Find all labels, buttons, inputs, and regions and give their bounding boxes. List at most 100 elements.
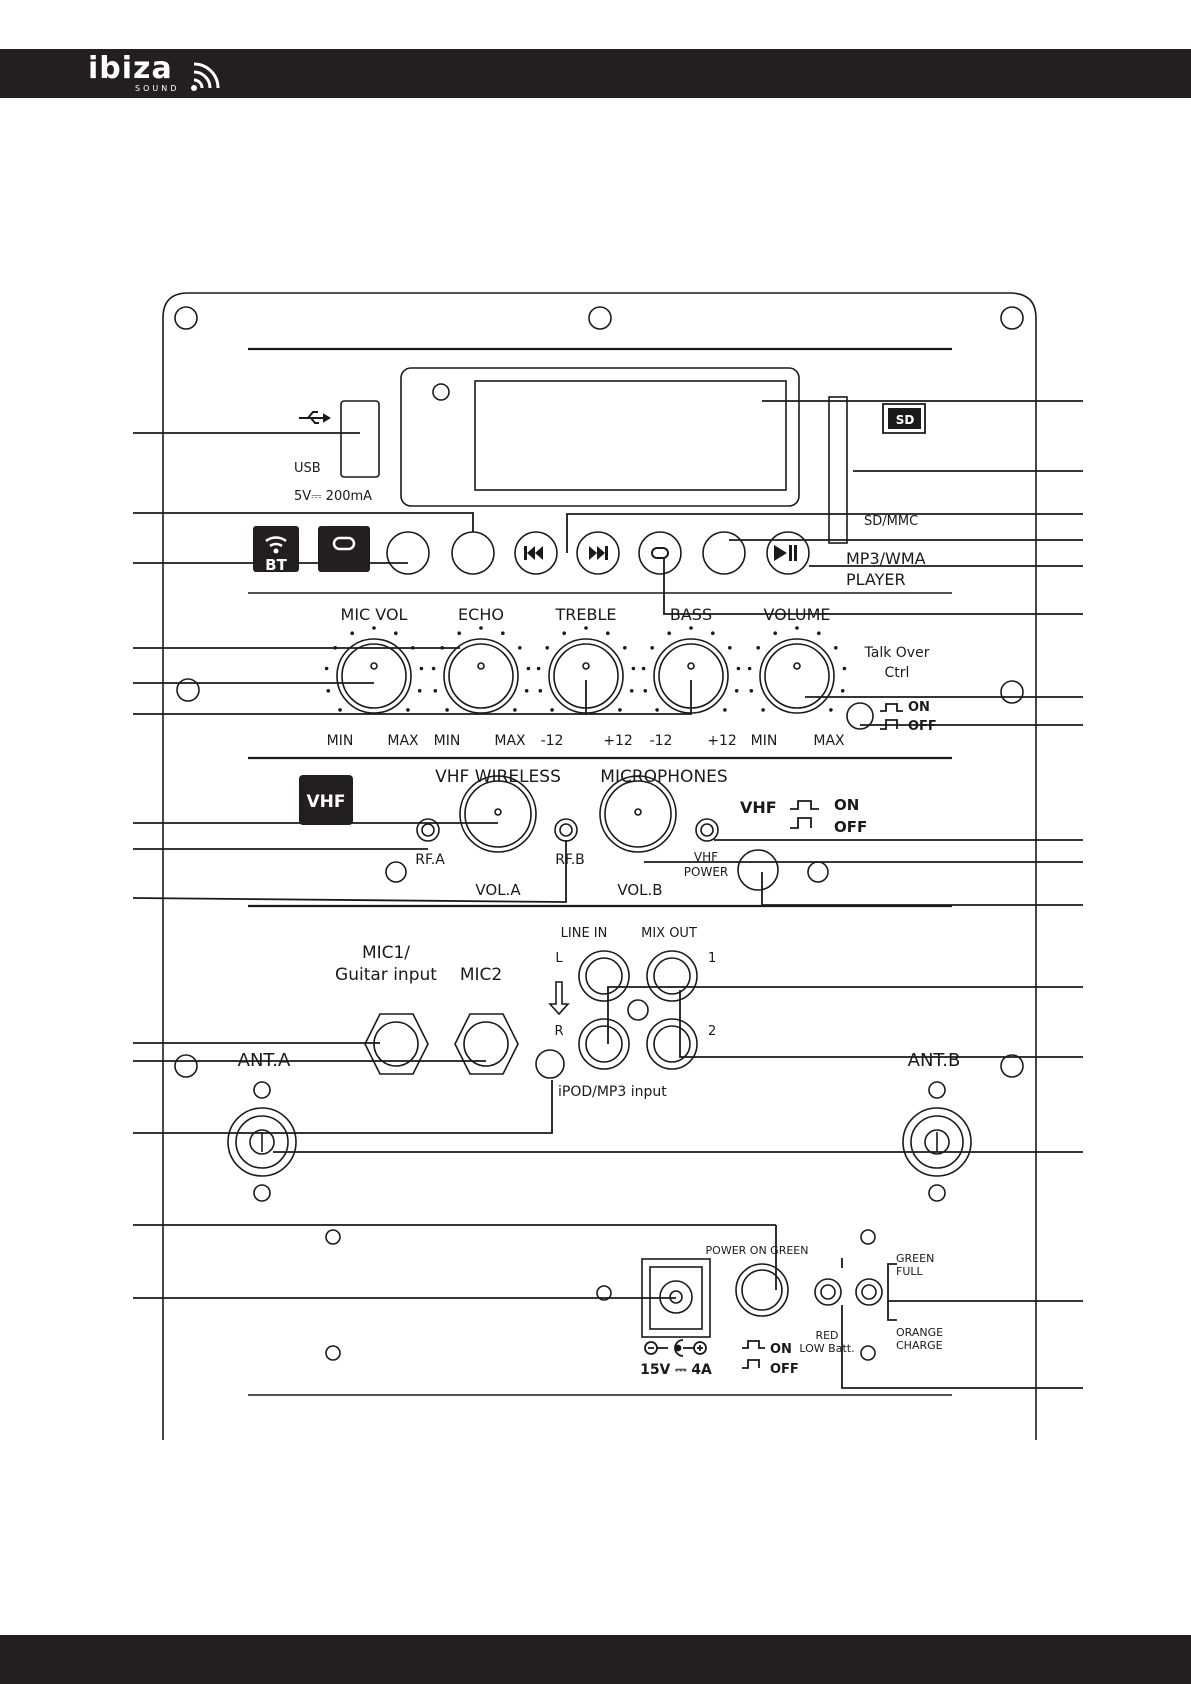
scale-dot bbox=[536, 666, 541, 671]
mic1-label: MIC1/ bbox=[362, 943, 410, 963]
scale-dot bbox=[829, 708, 833, 712]
volume-max-label: MAX bbox=[813, 733, 845, 749]
eq-button[interactable] bbox=[702, 531, 746, 575]
guitar-input-label: Guitar input bbox=[335, 965, 437, 985]
mix-out-2-label: 2 bbox=[708, 1024, 716, 1039]
knob-scale-dots bbox=[324, 626, 847, 712]
rf-a-led bbox=[416, 818, 440, 842]
ant-a-connector[interactable] bbox=[227, 1107, 297, 1177]
red-label: RED bbox=[815, 1329, 838, 1342]
mounting-hole bbox=[1000, 306, 1024, 330]
scale-dot bbox=[338, 708, 342, 712]
scale-dot bbox=[618, 708, 622, 712]
previous-button[interactable] bbox=[514, 531, 558, 575]
next-button[interactable] bbox=[576, 531, 620, 575]
talk-over-switch[interactable] bbox=[846, 702, 874, 730]
scale-dot bbox=[457, 631, 462, 635]
usb-icon bbox=[299, 411, 331, 424]
function-button[interactable] bbox=[451, 531, 495, 575]
antenna-screw bbox=[253, 1081, 271, 1099]
mic-vol-max-label: MAX bbox=[387, 733, 419, 749]
scale-dot bbox=[667, 631, 671, 635]
echo-label: ECHO bbox=[458, 605, 504, 624]
vol-b-knob[interactable] bbox=[599, 775, 677, 853]
bt-label: BT bbox=[265, 556, 287, 574]
scale-dot bbox=[773, 631, 777, 635]
low-batt-label: LOW Batt. bbox=[799, 1342, 854, 1355]
scale-dot bbox=[629, 689, 634, 693]
sd-card-slot[interactable] bbox=[828, 396, 848, 544]
power-on-green-label: POWER ON GREEN bbox=[706, 1244, 809, 1257]
scale-dot bbox=[623, 646, 627, 650]
line-in-l-jack[interactable] bbox=[578, 950, 630, 1002]
scale-dot bbox=[372, 626, 376, 630]
power-switch[interactable] bbox=[735, 1263, 789, 1317]
echo-knob[interactable] bbox=[443, 638, 519, 714]
rf-b-label: RF.B bbox=[555, 852, 585, 868]
play-pause-icon bbox=[774, 545, 797, 561]
microphones-label: MICROPHONES bbox=[600, 767, 727, 787]
mounting-hole bbox=[174, 1054, 198, 1078]
mounting-hole bbox=[176, 678, 200, 702]
ctrl-label: Ctrl bbox=[885, 665, 910, 681]
mic2-input-jack[interactable] bbox=[454, 1013, 519, 1075]
scale-dot bbox=[747, 666, 752, 671]
volume-knob[interactable] bbox=[759, 638, 835, 714]
scale-dot bbox=[655, 708, 659, 712]
ipod-mp3-input-jack[interactable] bbox=[535, 1049, 565, 1079]
scale-dot bbox=[689, 626, 693, 630]
ant-b-label: ANT.B bbox=[908, 1050, 961, 1071]
link-icon[interactable] bbox=[318, 526, 370, 572]
volume-label: VOLUME bbox=[764, 605, 831, 624]
scale-dot bbox=[445, 708, 449, 712]
screw bbox=[325, 1345, 341, 1361]
antenna-screw bbox=[253, 1184, 271, 1202]
scale-dot bbox=[834, 646, 838, 650]
scale-dot bbox=[513, 708, 517, 712]
play-pause-button[interactable] bbox=[766, 531, 810, 575]
brand-logo-sub: SOUND bbox=[135, 84, 180, 93]
mode-button[interactable] bbox=[386, 531, 430, 575]
rca-screw bbox=[627, 999, 649, 1021]
lcd-display bbox=[474, 380, 787, 491]
mic-vol-knob[interactable] bbox=[336, 638, 412, 714]
bass-min-label: -12 bbox=[650, 733, 673, 749]
sd-mmc-label: SD/MMC bbox=[864, 514, 918, 529]
line-in-r-jack[interactable] bbox=[578, 1018, 630, 1070]
scale-dot bbox=[394, 631, 398, 635]
vhf-power-switch[interactable] bbox=[737, 849, 779, 891]
antenna-screw bbox=[928, 1184, 946, 1202]
ant-b-connector[interactable] bbox=[902, 1107, 972, 1177]
scale-dot bbox=[736, 666, 741, 671]
talk-over-off-label: OFF bbox=[908, 719, 937, 734]
mix-out-1-jack[interactable] bbox=[646, 950, 698, 1002]
panel-outline bbox=[162, 292, 1037, 1440]
scale-dot bbox=[524, 689, 529, 693]
scale-dot bbox=[584, 626, 588, 630]
volume-min-label: MIN bbox=[751, 733, 778, 749]
screw bbox=[596, 1285, 612, 1301]
scale-dot bbox=[795, 626, 799, 630]
sd-card-icon: SD bbox=[882, 403, 926, 434]
l-channel-label: L bbox=[555, 951, 563, 966]
rf-b-led bbox=[554, 818, 578, 842]
vol-b-label: VOL.B bbox=[617, 881, 662, 899]
vol-a-knob[interactable] bbox=[459, 775, 537, 853]
scale-dot bbox=[606, 631, 610, 635]
vhf-label: VHF bbox=[740, 798, 777, 817]
scale-dot bbox=[631, 666, 636, 671]
brand-logo: ibiza bbox=[88, 51, 173, 86]
mix-out-2-jack[interactable] bbox=[646, 1018, 698, 1070]
next-track-icon bbox=[589, 546, 608, 560]
mic1-guitar-input-jack[interactable] bbox=[364, 1013, 429, 1075]
usb-port[interactable] bbox=[340, 400, 380, 478]
screw bbox=[860, 1345, 876, 1361]
mounting-hole bbox=[1000, 680, 1024, 704]
scale-dot bbox=[406, 708, 410, 712]
sd-badge-label: SD bbox=[896, 413, 915, 427]
scale-dot bbox=[324, 666, 329, 671]
mounting-hole bbox=[1000, 1054, 1024, 1078]
repeat-button[interactable] bbox=[638, 531, 682, 575]
vol-a-label: VOL.A bbox=[475, 881, 521, 899]
scale-dot bbox=[728, 646, 732, 650]
